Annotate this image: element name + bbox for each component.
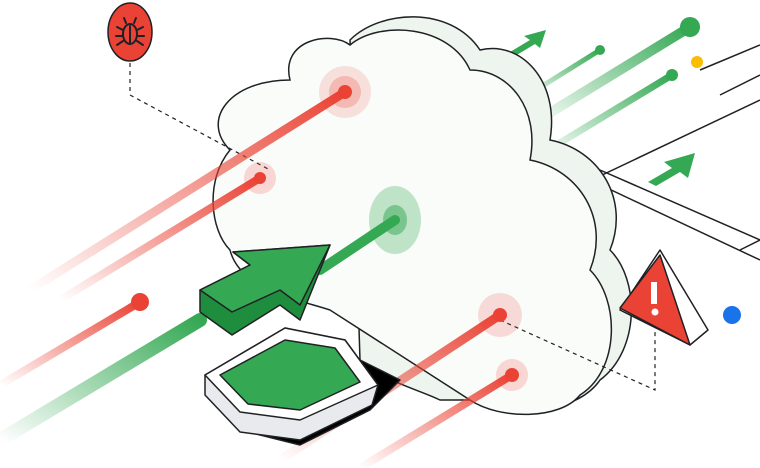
small-arrow-icon xyxy=(510,30,546,56)
incoming-green-line xyxy=(0,186,421,447)
warning-icon xyxy=(619,249,709,346)
outgoing-green-lines xyxy=(517,17,700,159)
arrow-icon xyxy=(199,244,331,336)
small-arrow-icon xyxy=(648,153,695,186)
yellow-dot xyxy=(691,56,703,68)
platform-lines xyxy=(559,44,760,261)
blue-dot xyxy=(723,306,741,324)
bug-icon xyxy=(107,2,153,62)
shield-icon xyxy=(204,327,401,446)
incoming-red-lines xyxy=(0,66,528,468)
green-dot xyxy=(680,17,700,37)
dashed-connectors xyxy=(129,55,656,391)
